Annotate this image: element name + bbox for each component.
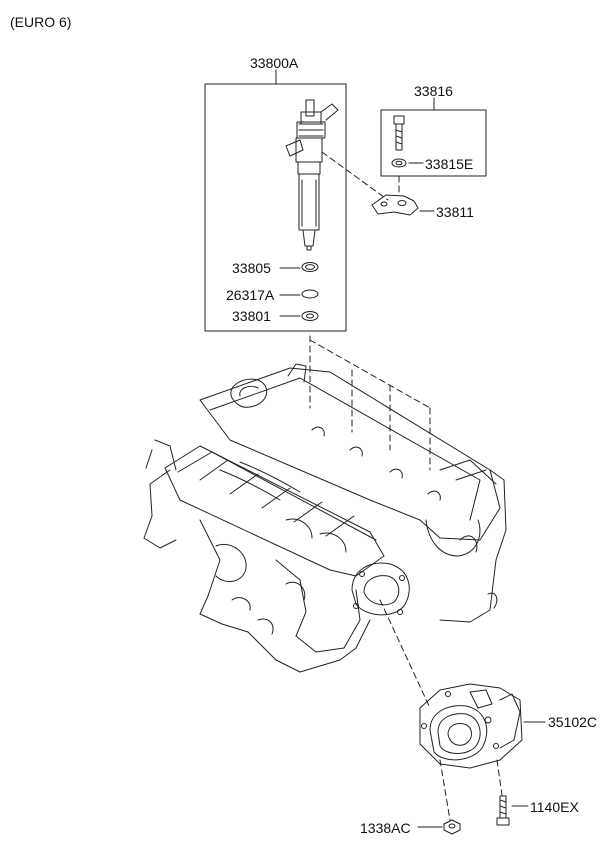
clamp-bolt: [393, 115, 405, 151]
engine-block: [143, 363, 507, 673]
label-26317A[interactable]: 26317A: [226, 287, 275, 303]
label-33801[interactable]: 33801: [232, 308, 271, 324]
label-1140EX[interactable]: 1140EX: [530, 799, 579, 815]
throttle-body: [419, 683, 546, 769]
seal-ring-lower-33801: [279, 311, 319, 321]
nut-1338AC: [417, 819, 461, 835]
label-33815E[interactable]: 33815E: [425, 156, 474, 172]
label-33816[interactable]: 33816: [414, 83, 453, 99]
washer-33815E: [391, 158, 424, 168]
assembly-lines: [309, 151, 503, 821]
bolt-1140EX: [496, 795, 529, 826]
bolt-set-frame: [380, 97, 487, 177]
label-1338AC[interactable]: 1338AC: [360, 820, 411, 836]
label-35102C[interactable]: 35102C: [548, 714, 598, 730]
injector: [285, 99, 339, 251]
o-ring-26317A: [279, 289, 319, 299]
label-33805[interactable]: 33805: [232, 260, 271, 276]
variant-note: (EURO 6): [10, 14, 72, 30]
injector-clamp: [371, 194, 435, 216]
label-33800A[interactable]: 33800A: [250, 55, 299, 71]
label-33811[interactable]: 33811: [436, 204, 474, 220]
injector-group-frame: [204, 69, 347, 332]
seal-ring-upper-33805: [279, 262, 319, 272]
